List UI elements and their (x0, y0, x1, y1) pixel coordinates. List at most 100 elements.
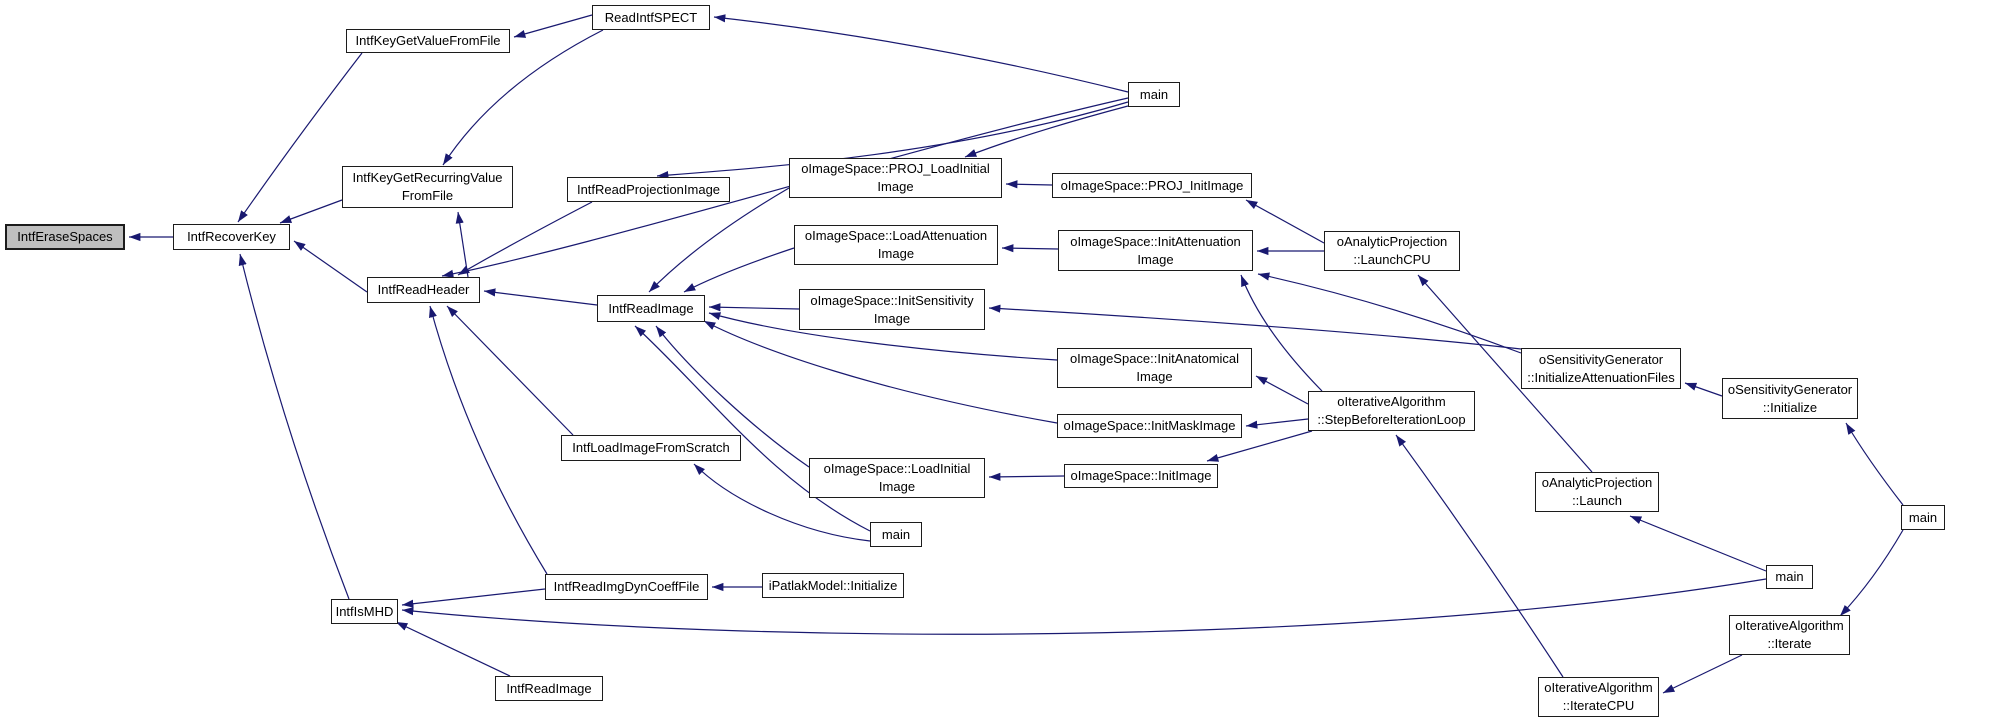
edge-launch-cpu--proj-init-image (1245, 199, 1325, 244)
edge-analytic-launch--launch-cpu (1417, 274, 1593, 473)
edge-main-4--iterate (1839, 529, 1904, 617)
node-main-4[interactable]: main (1901, 505, 1945, 530)
node-intf-read-projection-image[interactable]: IntfReadProjectionImage (567, 177, 730, 202)
node-label: Image (1137, 251, 1174, 267)
node-intf-key-get-value-from-file[interactable]: IntfKeyGetValueFromFile (346, 29, 510, 53)
node-intf-erase-spaces: IntfEraseSpaces (5, 224, 125, 250)
node-ipatlak-initialize[interactable]: iPatlakModel::Initialize (762, 573, 904, 598)
node-label: ::StepBeforeIterationLoop (1317, 412, 1466, 427)
node-step-before-iteration-loop[interactable]: oIterativeAlgorithm::StepBeforeIteration… (1308, 391, 1475, 431)
edge-main-2--intf-read-image (634, 325, 871, 532)
node-init-image[interactable]: oImageSpace::InitImage (1064, 464, 1218, 488)
node-label: oImageSpace::InitImage (1070, 468, 1212, 483)
edge-init-image--load-initial-image (988, 472, 1065, 481)
node-label: main (1139, 86, 1169, 102)
node-initialize-attenuation-files[interactable]: oSensitivityGenerator::InitializeAttenua… (1521, 348, 1681, 389)
edge-intf-load-image-from-scratch--intf-read-header (446, 305, 574, 436)
node-label: ReadIntfSPECT (604, 9, 698, 25)
edge-main-4--sens-initialize (1845, 422, 1904, 506)
node-main-3[interactable]: main (1766, 565, 1813, 589)
edge-iterate--iterate-cpu (1662, 654, 1743, 694)
node-label: oImageSpace::PROJ_InitImage (1060, 177, 1244, 193)
node-label: IntfLoadImageFromScratch (572, 440, 730, 455)
node-label: Image (1136, 369, 1173, 384)
edge-load-initial-image--intf-read-image (655, 325, 810, 468)
node-label: oImageSpace::LoadInitial (823, 461, 971, 476)
node-label: IntfKeyGetValueFromFile (355, 33, 501, 48)
node-intf-load-image-from-scratch[interactable]: IntfLoadImageFromScratch (561, 435, 741, 461)
edge-intf-read-image-2--intf-is-mhd (395, 621, 511, 677)
node-label: IntfIsMHD (335, 603, 394, 619)
node-label: Image (878, 479, 916, 494)
node-label: Image (877, 179, 914, 194)
node-iterate[interactable]: oIterativeAlgorithm::Iterate (1729, 615, 1850, 655)
edge-step-before-iteration-loop--init-mask-image (1245, 418, 1309, 429)
edge-read-intf-spect--intf-key-get-recurring-value-from-file (442, 29, 604, 166)
node-label: oSensitivityGenerator (1727, 381, 1853, 397)
node-label: IntfReadImage (608, 300, 694, 316)
edge-main-3--analytic-launch (1629, 515, 1767, 572)
edge-intf-read-header--intf-key-get-recurring-value-from-file (455, 211, 469, 278)
edge-main-2--intf-load-image-from-scratch (693, 463, 871, 542)
edge-main-1--proj-load-initial-image (964, 105, 1129, 158)
edge-intf-is-mhd--intf-recover-key (238, 253, 350, 600)
node-label: IntfKeyGetRecurringValue (352, 170, 503, 185)
node-label: oIterativeAlgorithm (1544, 680, 1653, 695)
node-intf-read-img-dyn-coeff-file[interactable]: IntfReadImgDynCoeffFile (545, 574, 708, 600)
node-label: ::Iterate (1767, 636, 1812, 651)
edge-load-attenuation-image--intf-read-image (683, 247, 795, 293)
edge-init-sensitivity-image--intf-read-image (708, 303, 800, 312)
node-label: IntfReadImgDynCoeffFile (553, 579, 700, 594)
node-label: main (881, 526, 911, 542)
edge-main-1--read-intf-spect (713, 14, 1129, 93)
edge-main-1--intf-read-header (441, 97, 1129, 278)
node-label: oImageSpace::PROJ_LoadInitial (801, 161, 990, 176)
node-intf-read-image-2[interactable]: IntfReadImage (495, 676, 603, 701)
edge-intf-read-img-dyn-coeff-file--intf-read-header (429, 305, 548, 575)
node-intf-is-mhd[interactable]: IntfIsMHD (331, 599, 398, 624)
node-label: oIterativeAlgorithm (1735, 618, 1844, 633)
node-label: oImageSpace::LoadAttenuation (804, 228, 988, 243)
node-label: oImageSpace::InitAttenuation (1070, 233, 1241, 249)
node-launch-cpu[interactable]: oAnalyticProjection::LaunchCPU (1324, 231, 1460, 271)
node-main-2[interactable]: main (870, 522, 922, 547)
edge-step-before-iteration-loop--init-image (1206, 430, 1313, 462)
node-intf-read-image[interactable]: IntfReadImage (597, 295, 705, 322)
edge-intf-read-projection-image--intf-read-header (457, 201, 593, 276)
edge-initialize-attenuation-files--init-sensitivity-image (988, 304, 1522, 350)
node-label: ::InitializeAttenuationFiles (1527, 369, 1675, 385)
node-analytic-launch[interactable]: oAnalyticProjection::Launch (1535, 472, 1659, 512)
node-iterate-cpu[interactable]: oIterativeAlgorithm::IterateCPU (1538, 677, 1659, 717)
edge-read-intf-spect--intf-key-get-value-from-file (513, 14, 593, 38)
node-label: IntfReadHeader (377, 282, 470, 297)
node-label: oSensitivityGenerator (1538, 351, 1664, 367)
node-label: oAnalyticProjection (1336, 234, 1448, 249)
node-sens-initialize[interactable]: oSensitivityGenerator::Initialize (1722, 378, 1858, 419)
edge-proj-init-image--proj-load-initial-image (1005, 180, 1053, 189)
node-read-intf-spect[interactable]: ReadIntfSPECT (592, 5, 710, 30)
edge-sens-initialize--initialize-attenuation-files (1684, 382, 1723, 397)
edge-intf-read-image--intf-read-header (483, 288, 598, 306)
node-intf-read-header[interactable]: IntfReadHeader (367, 277, 480, 303)
node-init-mask-image[interactable]: oImageSpace::InitMaskImage (1057, 414, 1242, 438)
node-main-1[interactable]: main (1128, 82, 1180, 107)
edge-init-attenuation-image--load-attenuation-image (1001, 244, 1059, 253)
node-label: Image (873, 310, 911, 326)
edge-step-before-iteration-loop--init-attenuation-image (1240, 274, 1323, 392)
node-intf-recover-key[interactable]: IntfRecoverKey (173, 224, 290, 250)
node-label: oImageSpace::InitAnatomical (1069, 351, 1240, 366)
edge-main-3--intf-is-mhd (401, 578, 1767, 635)
node-proj-init-image[interactable]: oImageSpace::PROJ_InitImage (1052, 173, 1252, 198)
node-label: main (1908, 509, 1938, 525)
edge-intf-key-get-recurring-value-from-file--intf-recover-key (279, 199, 343, 224)
node-label: oImageSpace::InitSensitivity (810, 292, 974, 308)
